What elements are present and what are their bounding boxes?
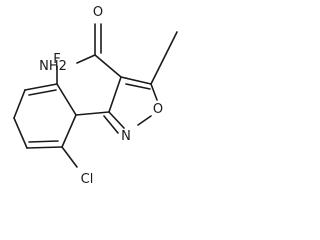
fluorine-label: F [53,52,60,67]
amide-group-bonds [76,23,122,78]
phenyl-ring-bonds [13,65,110,168]
isoxazole-ring-bonds [103,31,178,134]
chlorine-label: Cl [81,172,94,187]
ring-nitrogen-label: N [121,129,131,144]
amide-nitrogen-label: NH2 [39,59,67,74]
chemical-structure-diagram: O NH2 O N F Cl [13,5,178,187]
amide-oxygen-label: O [93,5,103,20]
ring-oxygen-label: O [153,102,163,117]
